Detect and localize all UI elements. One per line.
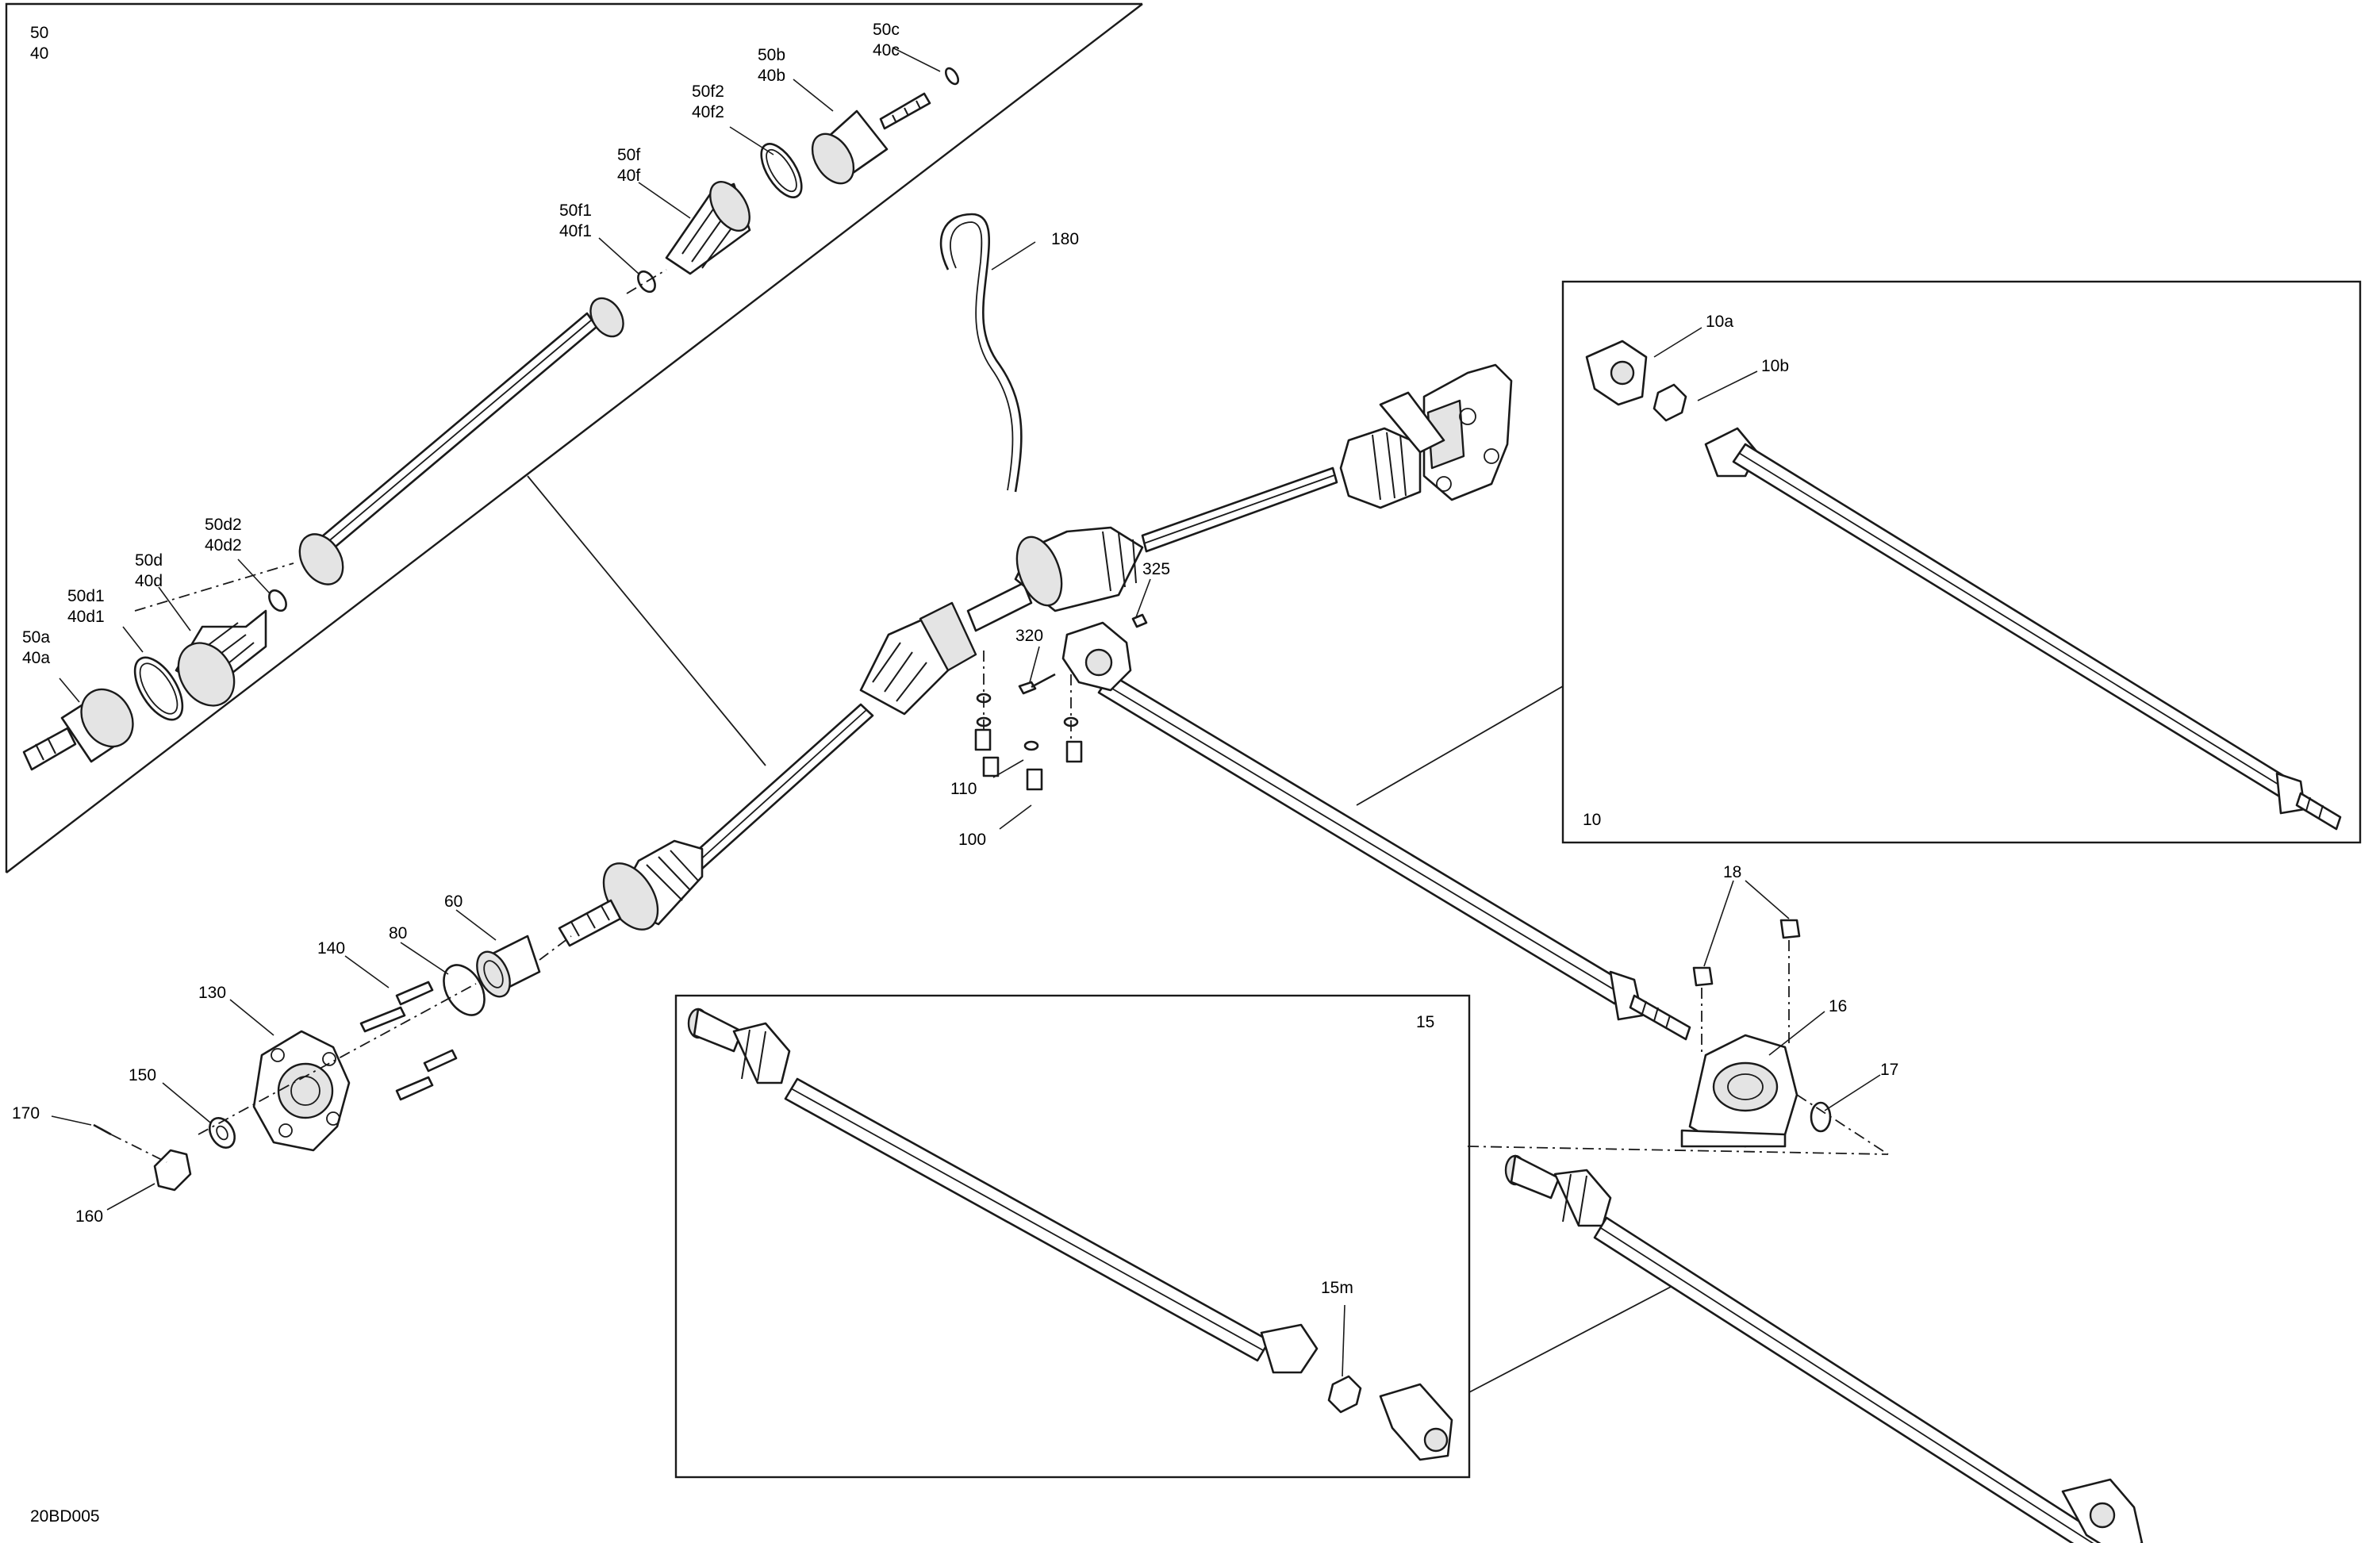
label-170: 170 — [12, 1104, 40, 1123]
label-40d: 40d — [135, 572, 163, 590]
part-cv-boot-outer — [175, 609, 267, 707]
label-40d1: 40d1 — [67, 608, 105, 626]
part-bearing — [476, 935, 541, 998]
label-box-15: 15 — [1416, 1013, 1434, 1031]
callout-labels: 50 40 10 15 20BD005 50a 40a 50d1 40d1 50… — [12, 21, 1898, 1526]
label-325: 325 — [1142, 560, 1170, 578]
main-leader-lines — [51, 241, 1151, 1211]
label-50d1: 50d1 — [67, 587, 105, 605]
part-halfshaft-outer-boot — [558, 839, 704, 947]
inset-15-parts — [687, 1008, 1453, 1461]
label-40a: 40a — [22, 649, 50, 667]
inset-frame-50-40 — [5, 2, 1143, 873]
part-cotter-pin — [93, 1123, 112, 1136]
label-50c: 50c — [873, 21, 900, 39]
label-17: 17 — [1880, 1061, 1898, 1079]
label-40d2: 40d2 — [205, 536, 242, 555]
part-clamp-large — [133, 656, 184, 721]
label-150: 150 — [129, 1066, 156, 1084]
label-drawing-id: 20BD005 — [30, 1507, 100, 1526]
part-halfshaft-upper — [1014, 427, 1422, 612]
part-center-bearing-support — [1467, 880, 1889, 1155]
part-cv-inner-joint — [811, 92, 931, 185]
inset-10-parts — [1585, 327, 2342, 831]
inset-leader-lines — [59, 47, 941, 703]
label-16: 16 — [1829, 997, 1847, 1015]
label-140: 140 — [317, 939, 345, 958]
label-50f: 50f — [617, 146, 640, 164]
label-40f2: 40f2 — [692, 103, 724, 121]
part-support-bolt-2 — [1779, 919, 1801, 939]
part-support-bolt-1 — [1692, 966, 1714, 987]
main-propeller-shaft — [1061, 621, 1691, 1041]
part-cv-boot-inner — [665, 181, 751, 275]
label-10a: 10a — [1706, 313, 1733, 331]
part-rear-propshaft — [1504, 1154, 2144, 1543]
label-50d: 50d — [135, 551, 163, 570]
label-50d2: 50d2 — [205, 516, 242, 534]
label-group-50-line1: 50 — [30, 24, 48, 42]
part-hub-washer — [208, 1117, 236, 1149]
label-50f2: 50f2 — [692, 83, 724, 101]
part-clamp-small — [268, 589, 287, 612]
label-40f1: 40f1 — [559, 222, 592, 240]
part-wheel-studs — [359, 981, 458, 1101]
label-80: 80 — [389, 924, 407, 942]
main-halfshaft-assembly — [51, 213, 1513, 1211]
part-clamp-inner-large — [760, 143, 803, 198]
part-cv-outer-joint — [22, 688, 134, 771]
part-halfshaft-inner-boot — [859, 582, 1033, 716]
inset-frame-15 — [674, 994, 1675, 1479]
inset-cv-axle-parts — [22, 47, 960, 771]
label-110: 110 — [950, 780, 977, 798]
label-40f: 40f — [617, 167, 640, 185]
part-hub-nut — [153, 1149, 192, 1192]
part-differential-flange — [1379, 363, 1513, 501]
part-wheel-hub — [252, 1030, 351, 1152]
label-50b: 50b — [758, 46, 785, 64]
label-320: 320 — [1015, 627, 1043, 645]
label-100: 100 — [958, 831, 986, 849]
part-fasteners — [974, 613, 1148, 791]
label-box-10: 10 — [1583, 811, 1601, 829]
label-18: 18 — [1723, 863, 1741, 881]
label-160: 160 — [75, 1207, 103, 1226]
label-15m: 15m — [1321, 1279, 1353, 1297]
label-40c: 40c — [873, 41, 900, 59]
part-axle-shaft — [298, 297, 624, 585]
part-center-bearing-clip — [1810, 1101, 1832, 1133]
label-180: 180 — [1051, 230, 1079, 248]
part-circlip — [944, 67, 960, 86]
label-130: 130 — [198, 984, 226, 1002]
label-50a: 50a — [22, 628, 50, 647]
label-40b: 40b — [758, 67, 785, 85]
label-group-40-line2: 40 — [30, 44, 48, 63]
label-10b: 10b — [1761, 357, 1789, 375]
part-hose — [939, 213, 1023, 493]
inset-frame-10 — [1356, 280, 2362, 844]
label-60: 60 — [444, 892, 463, 911]
label-50f1: 50f1 — [559, 202, 592, 220]
